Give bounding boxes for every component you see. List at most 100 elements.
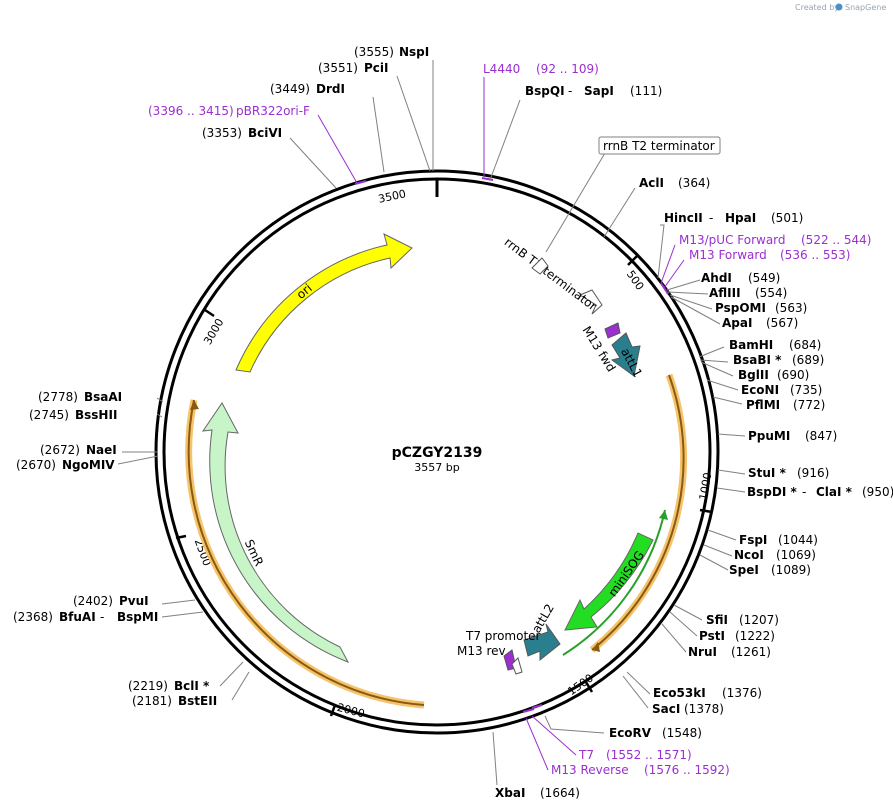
leader	[712, 396, 743, 405]
rrnb-t2-leader	[545, 152, 606, 253]
leader	[626, 671, 651, 695]
ruler-label: 3500	[377, 187, 407, 206]
leader	[603, 187, 636, 238]
primer-mark	[531, 704, 543, 709]
rrnb-t2-box	[598, 136, 721, 155]
leader	[117, 455, 159, 465]
site-name: StuI *	[748, 466, 787, 480]
site-pos: (501)	[771, 211, 803, 225]
site-pos: (847)	[805, 429, 837, 443]
site-name: XbaI	[495, 786, 525, 800]
label-bsshii: (2745) BssHII	[29, 408, 117, 422]
label-ngomiv: (2670) NgoMIV	[16, 458, 115, 472]
label-bspqi-sapi: BspQI - SapI (111)	[525, 84, 662, 98]
ruler-tick	[699, 508, 713, 514]
label-bsteii: (2181) BstEII	[132, 694, 217, 708]
leaders	[117, 60, 746, 786]
label-naei: (2672) NaeI	[40, 443, 117, 457]
label-stui: StuI * (916)	[748, 466, 829, 480]
site-name: ApaI	[722, 316, 752, 330]
snapgene-watermark: Created by SnapGene	[795, 3, 886, 12]
t7-promoter-feature	[511, 657, 523, 675]
leader	[317, 114, 358, 184]
site-pos: (1044)	[778, 533, 818, 547]
attl1-feature	[610, 332, 641, 377]
site-name2: BspMI	[117, 610, 158, 624]
label-pcii: (3551) PciI	[318, 61, 389, 75]
site-pos: (554)	[755, 286, 787, 300]
site-pos: (1548)	[662, 726, 702, 740]
primer-name: L4440	[483, 62, 520, 76]
site-pos: (1089)	[771, 563, 811, 577]
site-name: BglII	[738, 368, 769, 382]
site-name: NruI	[688, 645, 717, 659]
ruler-label: 1000	[697, 471, 715, 501]
label-bfuai-bspmi: (2368) BfuAI - BspMI	[13, 610, 158, 624]
m13-rev-label: M13 rev	[457, 644, 506, 658]
leader	[673, 604, 703, 621]
site-pos: (2368)	[13, 610, 53, 624]
site-name: BamHI	[729, 338, 773, 352]
minisog-line-arrow	[659, 510, 668, 520]
label-acli: AclI (364)	[639, 176, 710, 190]
rrnb-t1-label: rrnB T1 terminator	[502, 235, 600, 313]
primer-pos: (3396 .. 3415)	[148, 104, 234, 118]
site-name: AclI	[639, 176, 664, 190]
primer-mark	[660, 282, 669, 295]
site-pos: (563)	[775, 301, 807, 315]
rrnb-t2-label: rrnB T2 terminator	[603, 139, 715, 153]
site-pos: (567)	[766, 316, 798, 330]
site-pos: (2745)	[29, 408, 69, 422]
feature-band-right-line	[591, 374, 685, 651]
label-bspdi-clai: BspDI * - ClaI * (950)	[747, 485, 893, 499]
site-name: FspI	[739, 533, 767, 547]
site-pos: (549)	[748, 271, 780, 285]
label-l4440: L4440 (92 .. 109)	[483, 62, 599, 76]
site-name: AflIII	[709, 286, 741, 300]
primer-pos: (1576 .. 1592)	[644, 763, 730, 777]
site-pos: (684)	[789, 338, 821, 352]
primer-marks	[354, 177, 669, 713]
site-sep: -	[802, 485, 806, 499]
leader	[707, 529, 737, 541]
site-name: BssHII	[75, 408, 117, 422]
site-name: BspDI *	[747, 485, 797, 499]
t7-promoter-label: T7 promoter	[465, 629, 541, 643]
leader	[699, 554, 729, 571]
primer-mark	[522, 708, 535, 713]
site-name: SpeI	[729, 563, 759, 577]
label-t7: T7 (1552 .. 1571)	[578, 748, 692, 762]
site-pos: (2778)	[38, 390, 78, 404]
label-pspomi: PspOMI (563)	[715, 301, 807, 315]
primer-mark	[354, 180, 367, 185]
site-pos: (3555)	[354, 45, 394, 59]
m13-fwd-feature	[604, 322, 621, 339]
site-name: BstEII	[178, 694, 217, 708]
label-drdi: (3449) DrdI	[270, 82, 345, 96]
site-name: BsaBI *	[733, 353, 782, 367]
ori-feature	[235, 233, 413, 373]
site-pos: (2402)	[73, 594, 113, 608]
leader	[700, 361, 734, 377]
primer-name: T7	[578, 748, 594, 762]
site-pos: (689)	[792, 353, 824, 367]
label-pflmi: PflMI (772)	[746, 398, 825, 412]
site-name: PflMI	[746, 398, 780, 412]
leader	[489, 99, 521, 181]
site-name: EcoRV	[609, 726, 652, 740]
leader	[706, 379, 739, 391]
leader	[666, 279, 701, 291]
leader	[669, 611, 698, 637]
plasmid-size: 3557 bp	[414, 461, 459, 474]
leader	[717, 469, 746, 475]
label-m13-reverse: M13 Reverse (1576 .. 1592)	[551, 763, 730, 777]
site-name: SfiI	[706, 613, 728, 627]
label-ahdi: AhdI (549)	[701, 271, 780, 285]
site-name2: HpaI	[725, 211, 756, 225]
leader	[661, 623, 687, 653]
leader	[669, 294, 713, 310]
site-pos: (2219)	[128, 679, 168, 693]
site-pos: (1222)	[735, 629, 775, 643]
snapgene-logo-icon	[835, 3, 843, 11]
site-pos: (2670)	[16, 458, 56, 472]
